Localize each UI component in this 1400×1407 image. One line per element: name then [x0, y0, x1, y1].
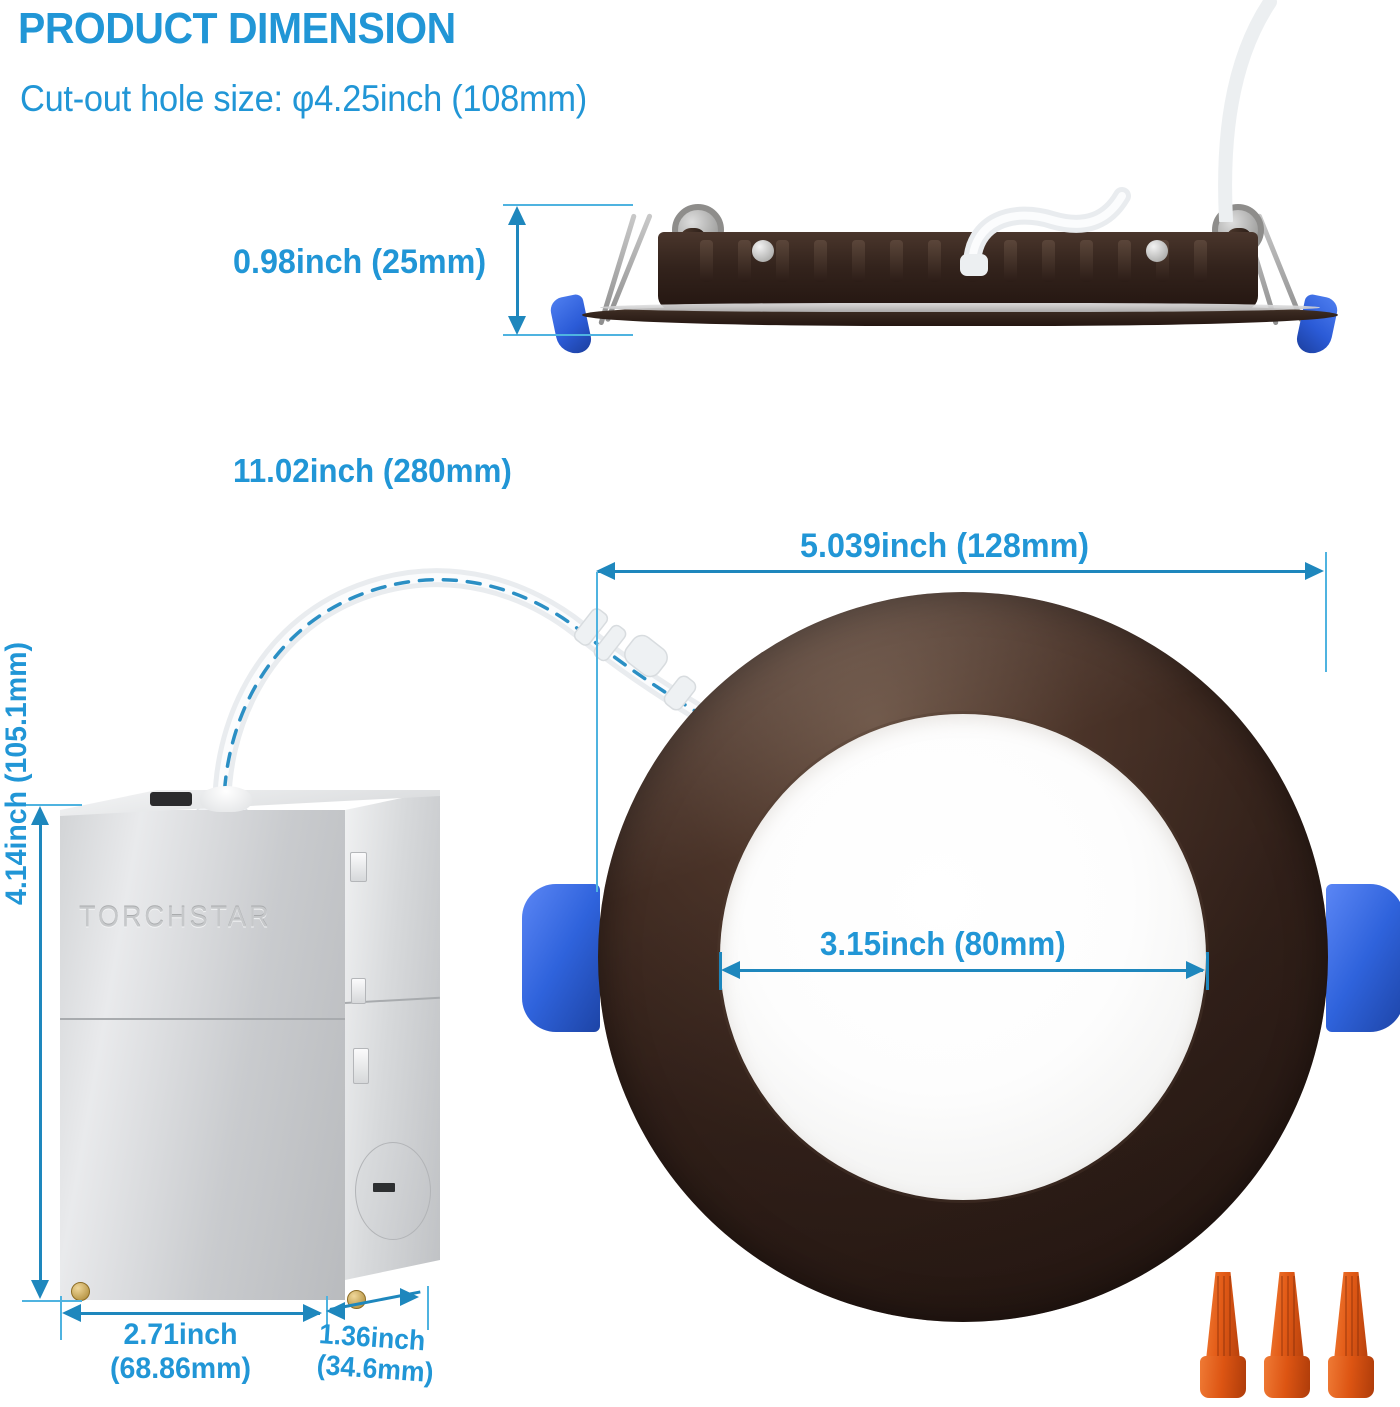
arrowhead-right-box-width	[303, 1304, 322, 1322]
dimension-line-outer-diameter	[598, 570, 1308, 573]
dimension-label-fixture-height: 0.98inch (25mm)	[233, 243, 487, 281]
dimension-label-box-width: 2.71inch (68.86mm)	[110, 1318, 251, 1385]
arrowhead-down-box-height	[31, 1280, 49, 1299]
extension-line-box-depth-right	[427, 1286, 429, 1330]
page-title: PRODUCT DIMENSION	[18, 4, 456, 53]
dimension-label-box-depth: 1.36inch (34.6mm)	[315, 1318, 435, 1389]
dimension-label-inner-diameter: 3.15inch (80mm)	[820, 925, 1066, 962]
extension-line-outer-right	[1325, 552, 1327, 672]
wire-nut-group	[1200, 1272, 1375, 1402]
side-profile-fixture	[540, 0, 1380, 372]
junction-box: TORCHSTAR	[55, 786, 455, 1315]
tick-inner-right	[1206, 952, 1209, 990]
side-view-power-cord	[1218, 0, 1277, 222]
wire-nut	[1328, 1272, 1374, 1398]
cutout-hole-size-text: Cut-out hole size: φ4.25inch (108mm)	[20, 78, 587, 119]
cable-grommet	[200, 786, 252, 812]
dimension-label-cable-length: 11.02inch (280mm)	[233, 452, 512, 489]
arrowhead-left-box-width	[62, 1304, 81, 1322]
lens-diffuser	[720, 714, 1206, 1200]
arrowhead-left-box-depth	[326, 1302, 345, 1320]
arrowhead-left-outer-diameter	[596, 562, 615, 580]
dimension-label-box-height: 4.14inch (105.1mm)	[0, 642, 33, 905]
arrowhead-up-fixture-height	[508, 206, 526, 225]
extension-line-outer-left	[596, 572, 598, 892]
wire-nut	[1264, 1272, 1310, 1398]
arrowhead-up-box-height	[31, 806, 49, 825]
knockout-slot	[373, 1183, 395, 1192]
dimension-line-box-width	[68, 1312, 320, 1315]
wire-nut	[1200, 1272, 1246, 1398]
dimension-line-inner-diameter	[725, 969, 1203, 972]
arrowhead-left-inner-diameter	[721, 961, 740, 979]
arrowhead-right-box-depth	[400, 1288, 419, 1306]
mounting-clip-left	[522, 884, 600, 1032]
arrowhead-right-outer-diameter	[1305, 562, 1324, 580]
arrowhead-right-inner-diameter	[1186, 961, 1205, 979]
extension-line-box-top	[22, 804, 82, 806]
mounting-clip-right	[1326, 884, 1400, 1032]
toggle-switch[interactable]	[150, 792, 192, 806]
extension-line-bottom-fixture	[503, 334, 633, 336]
dimension-line-box-height	[39, 810, 42, 1294]
dimension-label-outer-diameter: 5.039inch (128mm)	[800, 527, 1090, 565]
junction-box-brand-text: TORCHSTAR	[79, 901, 272, 933]
extension-line-box-bottom	[22, 1300, 82, 1302]
dimension-line-fixture-height	[516, 210, 519, 330]
extension-line-top-fixture	[503, 204, 633, 206]
tick-inner-left	[719, 952, 722, 990]
arrowhead-down-fixture-height	[508, 316, 526, 335]
side-view-wire	[960, 187, 1131, 276]
extension-line-box-left	[60, 1296, 62, 1340]
